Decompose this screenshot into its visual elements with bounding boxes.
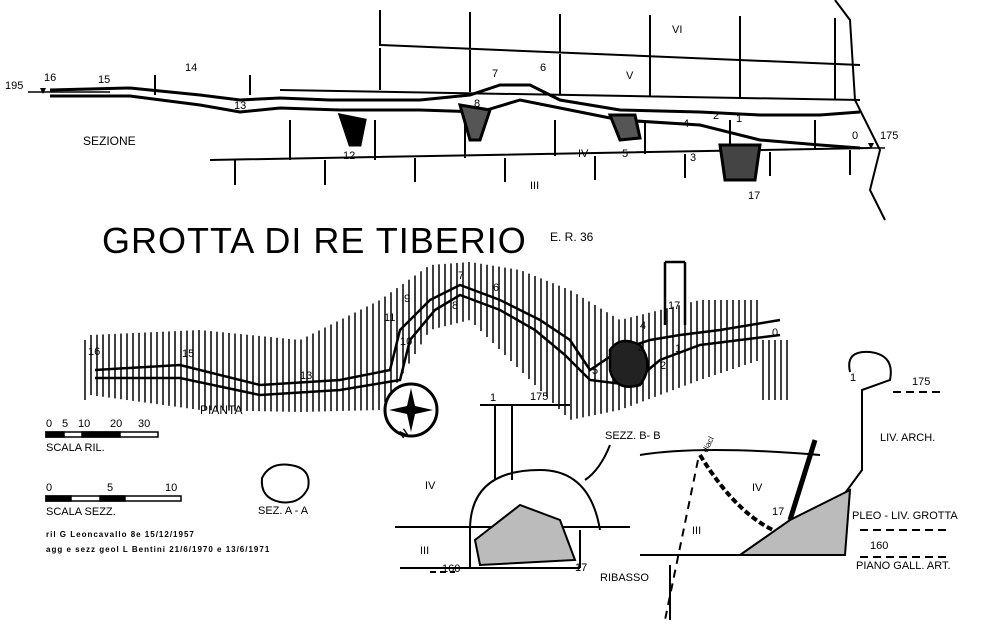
ribasso-label: RIBASSO: [600, 572, 649, 584]
section-point: 8: [474, 98, 481, 110]
section-point: 16: [44, 72, 57, 84]
plan-point: 5: [592, 365, 599, 377]
section-point: 17: [748, 190, 761, 202]
cave-code: E. R. 36: [550, 230, 594, 244]
plan-label: PIANTA: [200, 403, 243, 417]
section-c-point: 17: [772, 506, 785, 518]
section-point: 14: [185, 62, 198, 74]
section-b-point: 17: [575, 562, 588, 574]
plan-point: 16: [88, 346, 101, 358]
plan-point: 11: [384, 312, 396, 324]
section-point: 12: [343, 150, 356, 162]
section-c-elevation: 175: [912, 376, 931, 388]
section-label: SEZIONE: [83, 134, 136, 148]
section-b-level: III: [420, 545, 430, 557]
page-title: GROTTA DI RE TIBERIO: [102, 220, 527, 261]
plan-point: 10: [400, 336, 413, 348]
plan-point: 15: [182, 348, 195, 360]
scale-tick: 10: [165, 482, 178, 494]
section-c-level: IV: [752, 482, 763, 494]
level-roman: III: [530, 180, 540, 192]
scale-tick: 20: [110, 418, 123, 430]
section-point: 7: [492, 68, 499, 80]
section-point: 13: [234, 100, 247, 112]
section-point: 6: [540, 62, 547, 74]
section-b-point: 1: [490, 392, 497, 404]
scale-tick: 0: [46, 418, 53, 430]
scale-ril-label: SCALA RIL.: [46, 442, 105, 454]
scale-tick: 30: [138, 418, 151, 430]
legend-liv-arch: LIV. ARCH.: [880, 432, 936, 444]
level-roman: VI: [672, 24, 683, 36]
level-roman: IV: [578, 148, 589, 160]
plan-point: 3: [638, 342, 645, 354]
plan-point: 0: [772, 327, 779, 339]
plan-point: 13: [300, 370, 313, 382]
section-c-elevation: 160: [870, 540, 889, 552]
elevation-right: 175: [880, 130, 899, 142]
section-point: 1: [736, 113, 743, 125]
section-bb-label: SEZZ. B- B: [605, 430, 661, 442]
elevation-left: 195: [5, 80, 24, 92]
section-b-elevation: 160: [442, 563, 461, 575]
section-point: 3: [690, 152, 697, 164]
level-roman: V: [626, 70, 634, 82]
plan-point: 8: [452, 300, 459, 312]
plan-point: 4: [640, 320, 647, 332]
plan-point: 9: [404, 293, 411, 305]
section-b-elevation: 175: [530, 391, 549, 403]
section-c-level: III: [692, 525, 702, 537]
section-point: 2: [713, 110, 720, 122]
scale-sezz-label: SCALA SEZZ.: [46, 506, 116, 518]
scale-tick: 5: [107, 482, 114, 494]
plan-point: 6: [493, 282, 500, 294]
section-b-level: IV: [425, 480, 436, 492]
section-point: 5: [622, 148, 629, 160]
scale-tick: 5: [62, 418, 69, 430]
plan-point: 1: [675, 343, 682, 355]
section-point: 4: [683, 118, 690, 130]
plan-point: 17: [668, 300, 681, 312]
legend-pleo-liv-grotta: PLEO - LIV. GROTTA: [852, 510, 958, 522]
plan-point: 2: [660, 360, 667, 372]
section-point: 15: [98, 74, 111, 86]
credit-line: agg e sezz geol L Bentini 21/6/1970 e 13…: [46, 545, 271, 554]
credit-line: ril G Leoncavallo 8e 15/12/1957: [46, 530, 195, 539]
legend-piano-gall-art: PIANO GALL. ART.: [856, 560, 951, 572]
section-aa-label: SEZ. A - A: [258, 505, 309, 517]
section-point: 0: [852, 130, 859, 142]
plan-point: 7: [458, 270, 465, 282]
scale-tick: 0: [46, 482, 53, 494]
section-c-point: 1: [850, 372, 857, 384]
compass-icon: [383, 382, 439, 438]
scale-tick: 10: [78, 418, 91, 430]
